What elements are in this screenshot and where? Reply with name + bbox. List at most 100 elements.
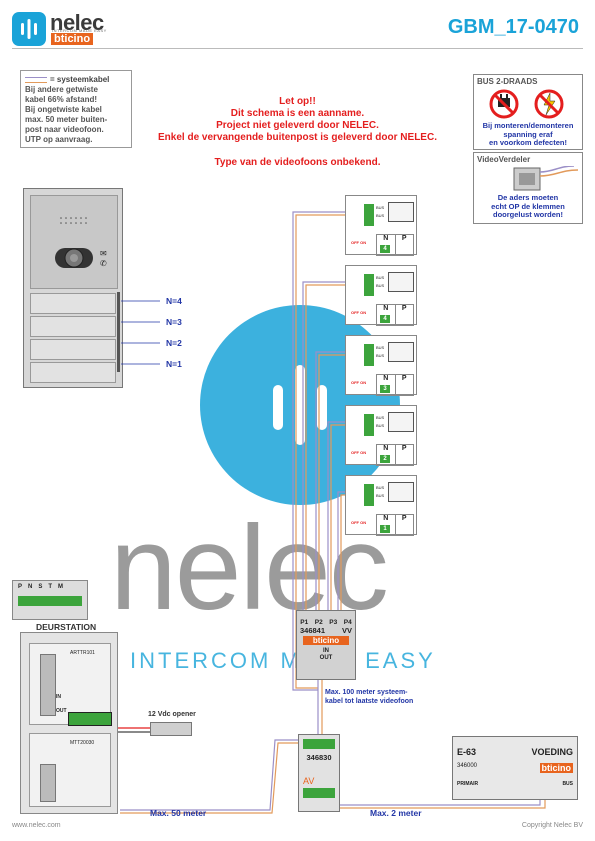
monitor-address-badge: 4	[380, 315, 390, 323]
monitor-screen	[388, 202, 414, 222]
document-id: GBM_17-0470	[447, 16, 579, 38]
cable-legend-note: = systeemkabel Bij andere getwiste kabel…	[20, 70, 132, 148]
module1-code: ARTTR101	[70, 650, 95, 656]
p-label: P	[401, 235, 407, 242]
header-divider	[12, 48, 583, 49]
module-arttr101: ARTTR101 IN OUT	[29, 643, 111, 725]
cable-note-line: Max. 100 meter systeem-	[325, 689, 408, 696]
call-button-1[interactable]	[30, 362, 116, 383]
interface-av: AV	[303, 776, 315, 786]
p-label: P	[401, 375, 407, 382]
n-label: N	[383, 515, 389, 522]
power-primair-label: PRIMAIR	[457, 781, 479, 787]
terminal-label: P	[18, 584, 23, 590]
warning-text: Let op!! Dit schema is een aanname. Proj…	[140, 96, 455, 144]
distance-max2: Max. 2 meter	[370, 808, 422, 818]
video-distributor: P1 P2 P3 P4 346841 VV bticino IN OUT	[296, 610, 356, 680]
monitor-bus-terminal	[364, 204, 374, 226]
p-label: P	[401, 515, 407, 522]
port-label: P3	[329, 619, 338, 626]
monitor-address-badge: 4	[380, 245, 390, 253]
terminal-bus-label: BUS	[376, 493, 385, 498]
power-model: E-63	[457, 747, 477, 757]
module-in: IN	[56, 694, 61, 700]
footer-url[interactable]: www.nelec.com	[12, 822, 61, 829]
monitor-address-badge: 3	[380, 385, 390, 393]
logo-tagline: INTERCOM MADE EASY	[52, 28, 107, 33]
terminal-label: M	[58, 584, 64, 590]
legend-line: Bij ongetwiste kabel	[25, 105, 102, 114]
n-label: N	[383, 235, 389, 242]
logo-name: nelec	[50, 10, 104, 35]
module-connector	[40, 764, 56, 802]
terminal-label: N	[28, 584, 33, 590]
power-brand: bticino	[539, 763, 573, 773]
terminal-bus-label: BUS	[376, 423, 385, 428]
interface-terminal-bottom	[303, 788, 335, 798]
n-label: N	[383, 305, 389, 312]
monitor-screen	[388, 342, 414, 362]
warning-line: Enkel de vervangende buitenpost is gelev…	[158, 132, 437, 143]
legend-title: = systeemkabel	[50, 75, 110, 84]
p-label: P	[401, 305, 407, 312]
distributor-vv: VV	[341, 626, 352, 635]
monitor-screen	[388, 412, 414, 432]
distributor-out-label: OUT	[319, 655, 333, 661]
door-panel: ✉ ✆	[23, 188, 123, 388]
call-buttons	[30, 293, 116, 383]
call-button-3[interactable]	[30, 316, 116, 337]
button-label-n1: N=1	[166, 359, 182, 369]
power-code: 346000	[457, 763, 478, 769]
verdeler-line: De aders moeten	[497, 193, 559, 202]
nelec-logo-icon	[12, 12, 46, 46]
watermark-text: nelec	[110, 501, 389, 635]
interface-model: 346830	[306, 753, 332, 762]
off-on-switch-label: OFF ON	[351, 240, 367, 245]
monitor-address-badge: 1	[380, 525, 390, 533]
off-on-switch-label: OFF ON	[351, 310, 367, 315]
distributor-thumbnail-icon	[513, 166, 579, 191]
system-cable-swatch	[25, 77, 47, 83]
monitor-bus-terminal	[364, 414, 374, 436]
verdeler-line: echt OP de klemmen	[491, 201, 565, 211]
videoverdeler-box: VideoVerdeler De aders moeten echt OP de…	[473, 152, 583, 224]
legend-line: max. 50 meter buiten-	[25, 115, 108, 124]
terminal-bus-label: BUS	[376, 415, 385, 420]
monitor-bus-terminal	[364, 274, 374, 296]
interface-346830: 346830 AV	[298, 734, 340, 812]
module-out: OUT	[56, 708, 67, 714]
door-opener	[150, 722, 192, 736]
bus-box-title: BUS 2-DRAADS	[477, 77, 538, 86]
button-label-n3: N=3	[166, 317, 182, 327]
terminal-bus-label: BUS	[376, 345, 385, 350]
verdeler-box-title: VideoVerdeler	[477, 155, 531, 164]
distributor-brand: bticino	[303, 636, 349, 645]
deurstation-title: DEURSTATION	[36, 622, 97, 632]
distributor-model: 346841	[300, 626, 326, 635]
terminal-label: T	[48, 584, 53, 590]
button-label-n4: N=4	[166, 296, 182, 306]
terminal-label: S	[38, 584, 43, 590]
call-button-4[interactable]	[30, 293, 116, 314]
opener-label: 12 Vdc opener	[148, 711, 196, 718]
monitor-bus-terminal	[364, 484, 374, 506]
legend-line: post naar videofoon.	[25, 125, 104, 134]
monitor-unit: BUS BUS OFF ON N 4 P	[345, 195, 417, 256]
cable-length-note: Max. 100 meter systeem- kabel tot laatst…	[325, 688, 413, 706]
module-connector	[40, 654, 56, 716]
call-button-2[interactable]	[30, 339, 116, 360]
terminal-detail: P N S T M	[12, 580, 88, 620]
power-bus-label: BUS	[562, 781, 573, 787]
interface-terminal-top	[303, 739, 335, 749]
bus-box-line: Bij monteren/demonteren	[482, 121, 574, 130]
monitor-unit: BUS BUS OFF ON N 2 P	[345, 405, 417, 466]
terminal-bus-label: BUS	[376, 353, 385, 358]
terminal-bus-label: BUS	[376, 283, 385, 288]
terminal-block	[18, 596, 82, 606]
terminal-bus-label: BUS	[376, 275, 385, 280]
module2-code: MTT20030	[70, 740, 95, 746]
p-label: P	[401, 445, 407, 452]
n-label: N	[383, 445, 389, 452]
off-on-switch-label: OFF ON	[351, 520, 367, 525]
